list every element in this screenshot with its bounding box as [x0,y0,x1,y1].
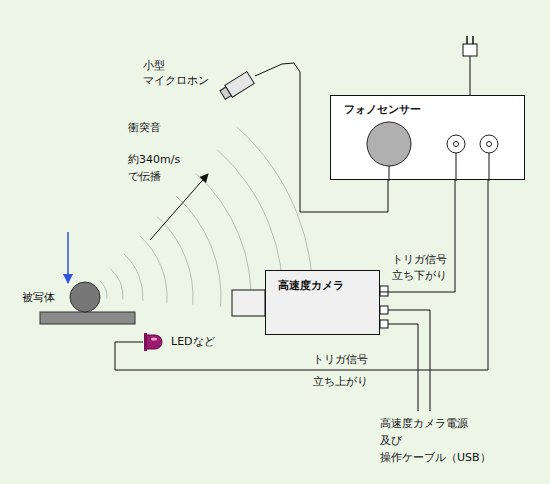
node-label: LEDなど [171,332,227,352]
subject-label: 被写体 [22,290,55,306]
sound-wave-arc [196,174,251,309]
subject-ball [70,282,100,312]
phono-sensor-box: フォノセンサー [330,95,525,180]
power-plug [463,36,477,95]
mic-figure [219,70,255,102]
sound-wave-arc [140,236,167,303]
sound-wave-arc [100,281,107,299]
cable-note: 高速度カメラ電源 及び 操作ケーブル（USB） [380,415,550,466]
sound-label: 衝突音 [128,120,161,136]
sound-direction-arrow [150,174,208,240]
speed-note: 約340m/s で伝播 [128,151,550,185]
signal-label: トリガ信号 立ち下がり [392,252,550,284]
led: LEDなど [143,332,227,352]
fall-arrow [67,232,69,283]
node-label: フォノセンサー [331,96,524,117]
high-speed-camera-box: 高速度カメラ [265,270,380,335]
sound-wave-arc [157,217,193,305]
signal-label: トリガ信号 立ち上がり [313,349,550,393]
node-label: 小型 マイクロホン [143,58,255,88]
led-figure [143,332,167,352]
sound-wave-arc [110,269,123,300]
node-label: 高速度カメラ [266,271,379,293]
sound-wave-arc [124,254,143,301]
ground-plate [40,312,135,324]
microphone: 小型 マイクロホン [219,70,255,102]
camera-connectors [380,286,430,411]
camera-lens [232,290,265,316]
sound-wave-arc [176,196,221,307]
